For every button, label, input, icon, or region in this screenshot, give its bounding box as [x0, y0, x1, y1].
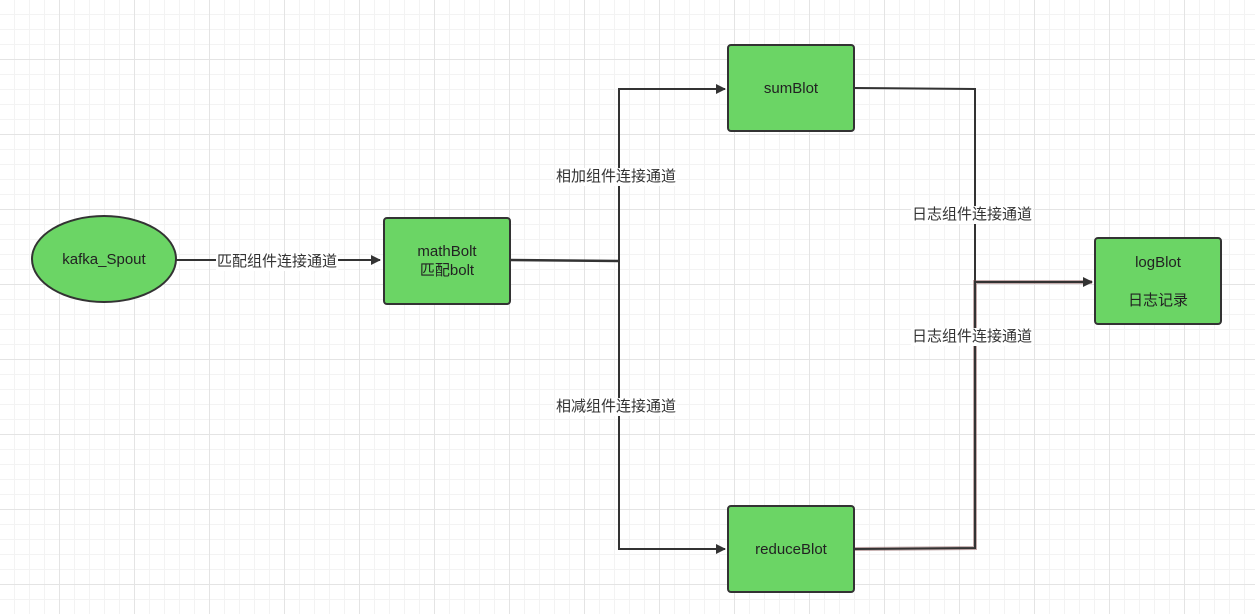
node-log-blot[interactable]: logBlot 日志记录 — [1094, 237, 1222, 325]
node-log-blot-subtitle: 日志记录 — [1127, 291, 1188, 309]
edge-label-math-to-reduce: 相减组件连接通道 — [555, 398, 678, 416]
edge-reduce-to-log — [854, 277, 1093, 550]
edge-label-spout-to-math: 匹配组件连接通道 — [216, 253, 339, 271]
node-kafka-spout-label: kafka_Spout — [62, 250, 146, 268]
edge-math-to-reduce — [618, 261, 726, 554]
node-sum-blot[interactable]: sumBlot — [727, 44, 855, 132]
edge-sum-to-log — [854, 87, 976, 282]
node-math-bolt[interactable]: mathBolt 匹配bolt — [383, 217, 511, 305]
node-log-blot-title: logBlot — [1135, 253, 1181, 271]
edge-math-to-sum — [618, 84, 726, 261]
node-kafka-spout[interactable]: kafka_Spout — [31, 215, 177, 303]
edge-label-reduce-to-log: 日志组件连接通道 — [911, 328, 1034, 346]
node-math-bolt-title: mathBolt — [417, 243, 477, 260]
edge-label-math-to-sum: 相加组件连接通道 — [555, 168, 678, 186]
node-reduce-blot-label: reduceBlot — [755, 540, 827, 558]
edge-label-sum-to-log: 日志组件连接通道 — [911, 206, 1034, 224]
node-math-bolt-subtitle: 匹配bolt — [419, 262, 475, 279]
edge-reduce-to-log-highlight — [854, 280, 1092, 551]
node-sum-blot-label: sumBlot — [763, 79, 819, 97]
node-reduce-blot[interactable]: reduceBlot — [727, 505, 855, 593]
edge-math-to-junction — [509, 258, 620, 263]
